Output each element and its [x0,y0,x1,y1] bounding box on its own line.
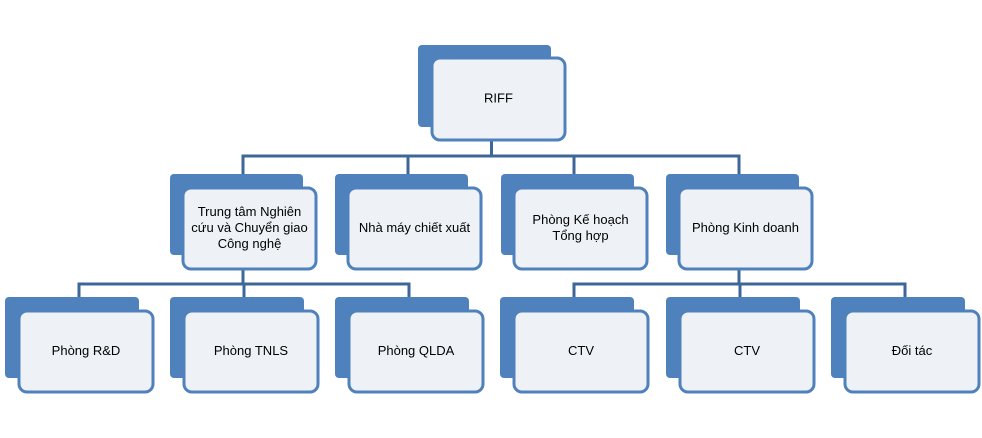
node-label: Nhà máy chiết xuất [359,220,471,235]
node-label: Công nghệ [218,236,282,251]
node-box [182,309,320,394]
node-label: Phòng Kế hoạch [532,212,628,227]
node-label: Đối tác [892,343,933,358]
node-label: Phòng R&D [52,343,121,358]
node-label: Phòng QLDA [378,343,455,358]
node-ctv-2: CTV [666,297,816,394]
node-box [677,186,814,271]
node-riff: RIFF [418,45,567,142]
node-rd-dept: Phòng R&D [5,297,155,394]
node-box [430,56,567,142]
node-box [512,309,650,394]
node-partner: Đối tác [831,297,981,394]
node-label: Tổng hợp [552,228,608,243]
node-qlda-dept: Phòng QLDA [335,297,485,394]
node-label: Trung tâm Nghiên [198,204,302,219]
node-label: cứu và Chuyển giao [191,220,307,235]
node-ctv-1: CTV [500,297,650,394]
node-tnls-dept: Phòng TNLS [170,297,320,394]
node-extraction-factory: Nhà máy chiết xuất [335,174,483,271]
node-box [843,309,981,394]
node-box [17,309,155,394]
node-box [678,309,816,394]
node-box [346,186,483,271]
node-label: CTV [734,343,760,358]
node-business-dept: Phòng Kinh doanh [666,174,814,271]
node-box [512,186,649,271]
connector-lines [77,138,907,299]
node-label: RIFF [484,90,513,105]
node-box [181,186,318,271]
node-box [347,309,485,394]
node-label: CTV [568,343,594,358]
node-label: Phòng TNLS [214,343,289,358]
node-label: Phòng Kinh doanh [692,220,799,235]
